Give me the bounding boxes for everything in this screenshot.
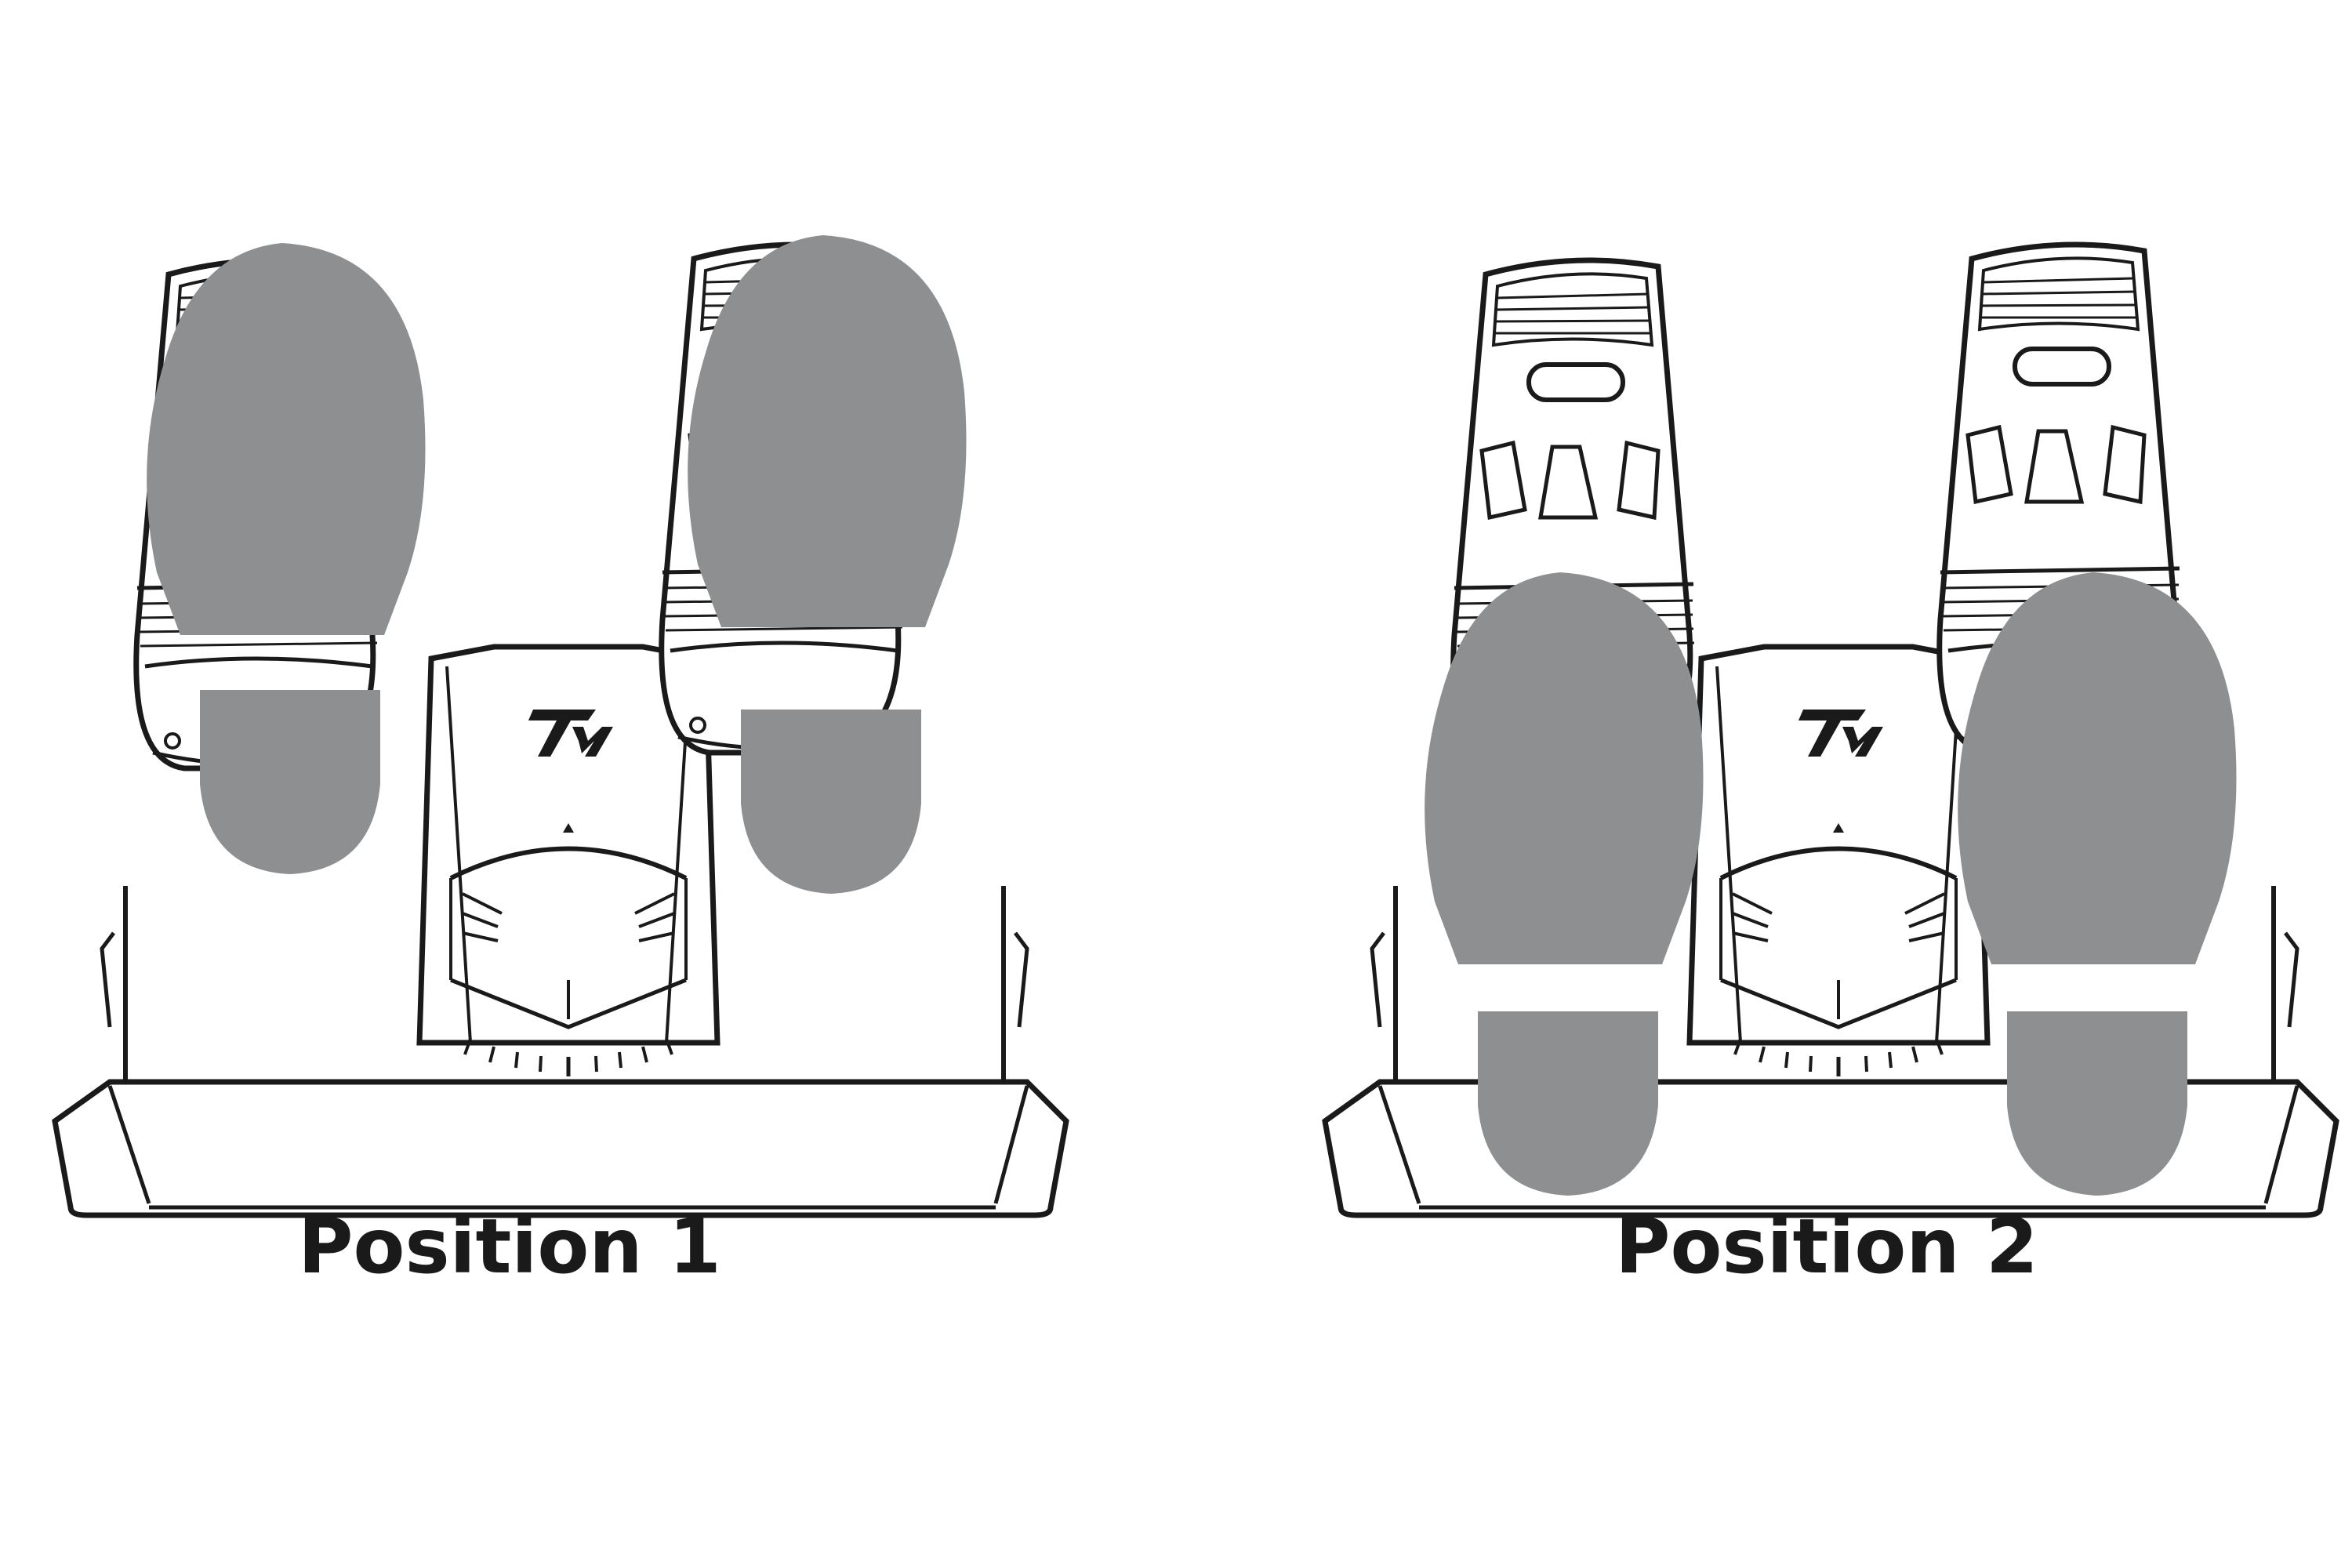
caption-position-2: Position 2 [1615, 1203, 2038, 1290]
shoe-print-icon [688, 235, 967, 894]
shoe-print-icon [147, 243, 426, 874]
panel-position-1 [55, 235, 1066, 1215]
caption-position-1: Position 1 [298, 1203, 721, 1290]
panel-position-2 [1325, 245, 2336, 1215]
